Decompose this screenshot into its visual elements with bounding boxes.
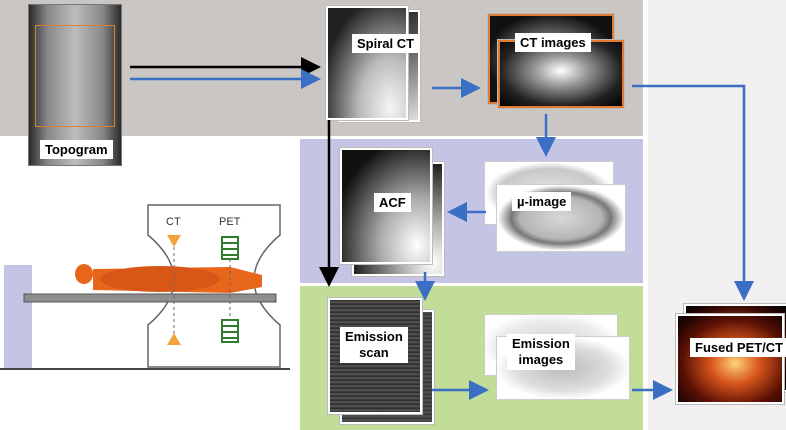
arrow-ct-images-to-fused bbox=[632, 84, 754, 301]
scanner-ct-label: CT bbox=[166, 216, 181, 228]
acf-label: ACF bbox=[374, 193, 411, 212]
ct-ring-marker bbox=[167, 235, 181, 345]
pet-ring-marker bbox=[221, 236, 239, 343]
fused-label: Fused PET/CT bbox=[690, 338, 786, 357]
fused-image bbox=[676, 314, 784, 404]
spiral-ct-image bbox=[326, 6, 408, 120]
scanner-schematic: CT PET bbox=[0, 204, 290, 370]
emission-images-label-line2: images bbox=[518, 352, 564, 367]
emission-scan-label-line2: scan bbox=[359, 345, 389, 360]
scanner-pet-label: PET bbox=[219, 216, 241, 228]
topogram-image bbox=[28, 4, 122, 166]
emission-images-label: Emission images bbox=[507, 334, 575, 370]
emission-scan-label: Emission scan bbox=[340, 327, 408, 363]
table-backstop bbox=[4, 265, 32, 370]
ct-images-label: CT images bbox=[515, 33, 591, 52]
spiral-ct-label: Spiral CT bbox=[352, 34, 420, 53]
topogram-scan-region bbox=[35, 25, 115, 127]
mu-image-label: µ-image bbox=[512, 192, 572, 211]
patient-body bbox=[75, 264, 262, 293]
emission-scan-label-line1: Emission bbox=[345, 329, 403, 344]
topogram-label: Topogram bbox=[40, 140, 113, 159]
emission-images-label-line1: Emission bbox=[512, 336, 570, 351]
patient-table bbox=[23, 293, 277, 303]
